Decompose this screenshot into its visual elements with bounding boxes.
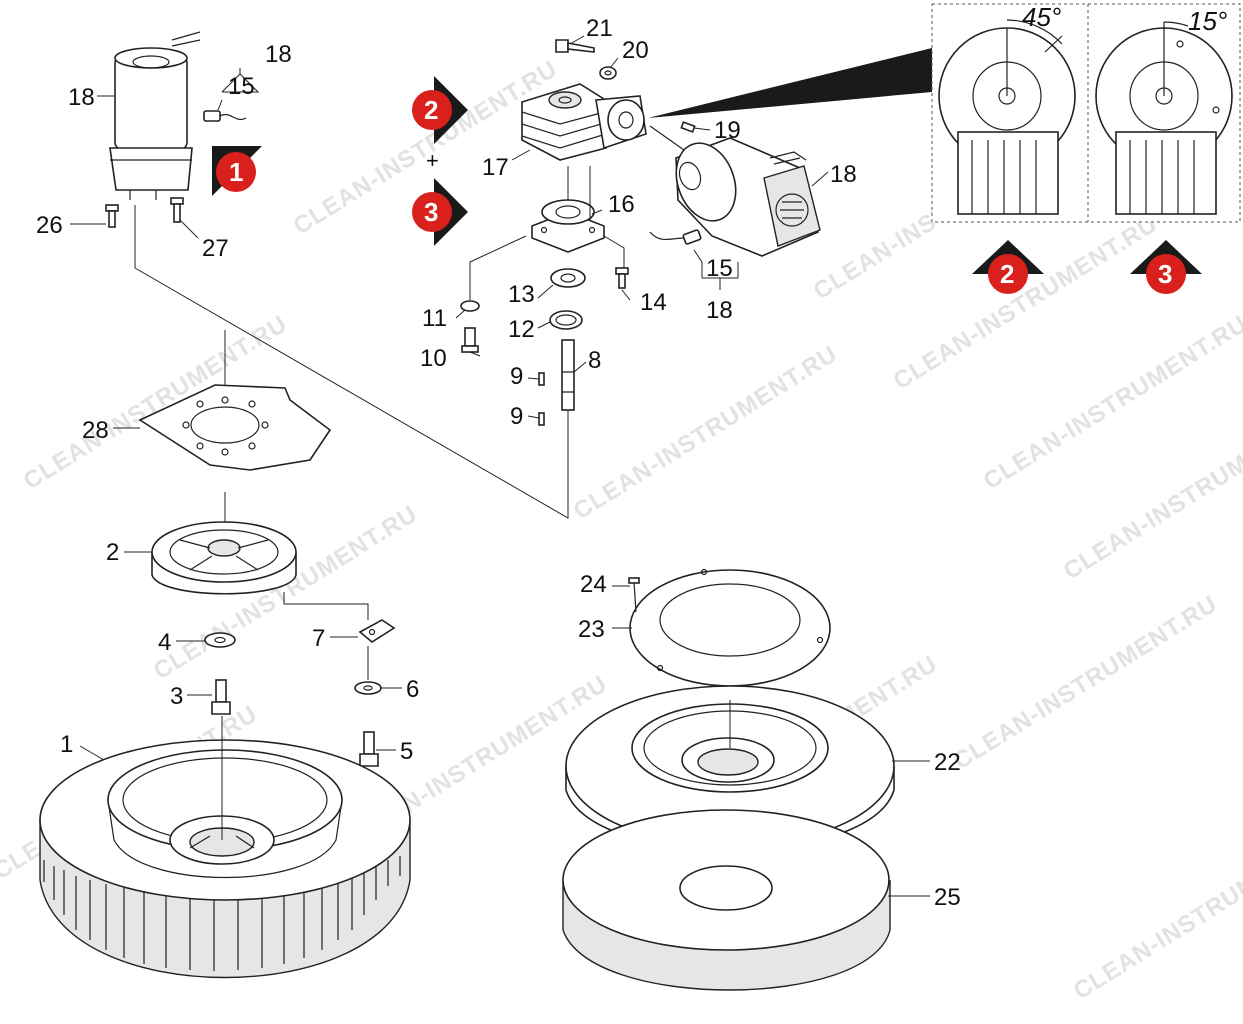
svg-text:3: 3 — [424, 197, 438, 227]
callout-11: 11 — [422, 305, 447, 332]
washer-part-4 — [204, 632, 236, 648]
washer-part-11 — [460, 300, 480, 312]
retainer-ring-part-23 — [629, 568, 831, 687]
callout-27: 27 — [202, 235, 229, 262]
solenoid-part-18 — [109, 31, 201, 200]
callout-1: 1 — [60, 731, 73, 758]
screw-part-14 — [615, 267, 629, 289]
badge-variant-1: 1 — [212, 146, 262, 196]
pad-part-25 — [562, 809, 891, 991]
screw-part-10 — [461, 327, 479, 353]
gearbox-part-17 — [521, 83, 647, 161]
callout-18: 18 — [68, 84, 95, 111]
screw-part-27 — [170, 197, 184, 223]
callout-23: 23 — [578, 616, 605, 643]
svg-text:2: 2 — [1000, 259, 1014, 289]
callout-25: 25 — [934, 884, 961, 911]
watermark: CLEAN-INSTRUMENT.RU — [979, 310, 1243, 495]
watermark: CLEAN-INSTRUMENT.RU — [1069, 820, 1243, 1005]
callout-8: 8 — [588, 347, 601, 374]
callout-5: 5 — [400, 738, 413, 765]
bolt-part-5 — [359, 731, 379, 767]
sensor-part-15-right — [649, 229, 702, 245]
callout-15: 15 — [228, 73, 255, 100]
flange-part-16 — [531, 199, 605, 253]
detail-flange-15deg: 15° — [1095, 6, 1233, 215]
callout-9: 9 — [510, 403, 523, 430]
bolt-part-21 — [555, 39, 595, 53]
callout-7: 7 — [312, 625, 325, 652]
detail-flange-45deg: 45° — [938, 2, 1076, 215]
callout-16: 16 — [608, 191, 635, 218]
callout-10: 10 — [420, 345, 447, 372]
screw-part-24 — [628, 577, 640, 613]
key-part-19 — [680, 121, 696, 133]
watermark: CLEAN-INSTRUMENT.RU — [569, 340, 843, 525]
callout-4: 4 — [158, 629, 171, 656]
callout-19: 19 — [714, 117, 741, 144]
detail-badge-variant-3: 3 — [1130, 240, 1202, 294]
motor-part-18 — [649, 125, 821, 257]
brush-hub-part-2 — [151, 521, 297, 595]
pin-part-9b — [538, 412, 545, 426]
bolt-part-3 — [211, 679, 231, 715]
callout-12: 12 — [508, 316, 535, 343]
callout-20: 20 — [622, 37, 649, 64]
callout-15: 15 — [706, 255, 733, 282]
callout-14: 14 — [640, 289, 667, 316]
mounting-plate-part-28 — [138, 384, 332, 471]
bearing-part-13 — [550, 268, 586, 288]
angle-label-15: 15° — [1188, 6, 1227, 36]
leader-lines — [70, 35, 930, 897]
ring-part-12 — [549, 310, 583, 330]
detail-badge-variant-2: 2 — [972, 240, 1044, 294]
sensor-part-15-top — [203, 110, 247, 122]
callout-18: 18 — [265, 41, 292, 68]
svg-text:1: 1 — [229, 157, 243, 187]
callout-13: 13 — [508, 281, 535, 308]
svg-text:3: 3 — [1158, 259, 1172, 289]
shaft-part-8 — [561, 339, 575, 411]
washer-part-20 — [599, 66, 617, 80]
callout-18: 18 — [830, 161, 857, 188]
screw-part-26 — [105, 204, 119, 228]
callout-6: 6 — [406, 676, 419, 703]
callout-9: 9 — [510, 363, 523, 390]
callout-18: 18 — [706, 297, 733, 324]
callout-21: 21 — [586, 15, 613, 42]
watermark: CLEAN-INSTRUMENT.RU — [949, 590, 1223, 775]
lock-washer-part-6 — [354, 681, 382, 695]
callout-2: 2 — [106, 539, 119, 566]
callout-24: 24 — [580, 571, 607, 598]
callout-22: 22 — [934, 749, 961, 776]
badge-variant-2: 2 — [412, 76, 468, 144]
brush-part-1 — [39, 739, 411, 979]
callout-28: 28 — [82, 417, 109, 444]
svg-text:2: 2 — [424, 95, 438, 125]
callout-labels: 18 18 15 26 27 28 2 4 3 7 6 5 1 21 20 19… — [36, 15, 961, 911]
pin-part-9a — [538, 372, 545, 386]
angle-label-45: 45° — [1022, 2, 1061, 32]
callout-17: 17 — [482, 154, 509, 181]
clip-part-7 — [358, 619, 396, 643]
detail-zoom-wedge — [648, 48, 932, 118]
callout-3: 3 — [170, 683, 183, 710]
callout-26: 26 — [36, 212, 63, 239]
badge-variant-3: 3 — [412, 178, 468, 246]
plus-sign: + — [426, 148, 439, 173]
